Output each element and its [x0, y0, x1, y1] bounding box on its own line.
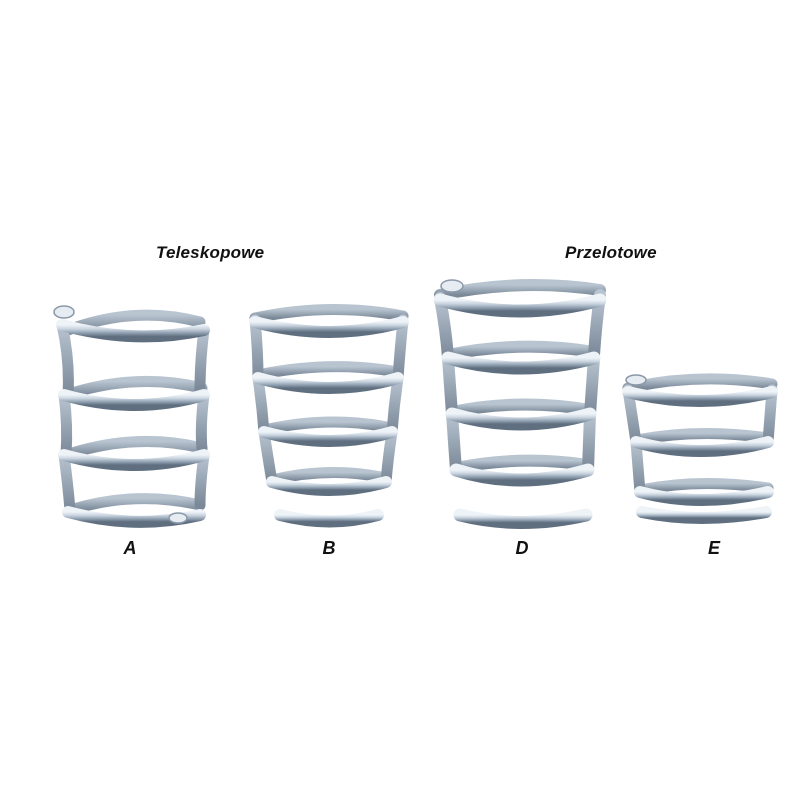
group-title-telescopic: Teleskopowe	[156, 243, 265, 262]
spring-label-a: A	[123, 538, 137, 558]
spring-b-image	[249, 303, 409, 528]
group-title-through: Przelotowe	[565, 243, 657, 262]
spring-label-d: D	[515, 538, 529, 558]
spring-e-image	[622, 373, 778, 524]
spring-label-b: B	[322, 538, 336, 558]
spring-label-e: E	[707, 538, 720, 558]
spring-a-image	[53, 305, 210, 528]
spring-d-image	[433, 279, 607, 529]
